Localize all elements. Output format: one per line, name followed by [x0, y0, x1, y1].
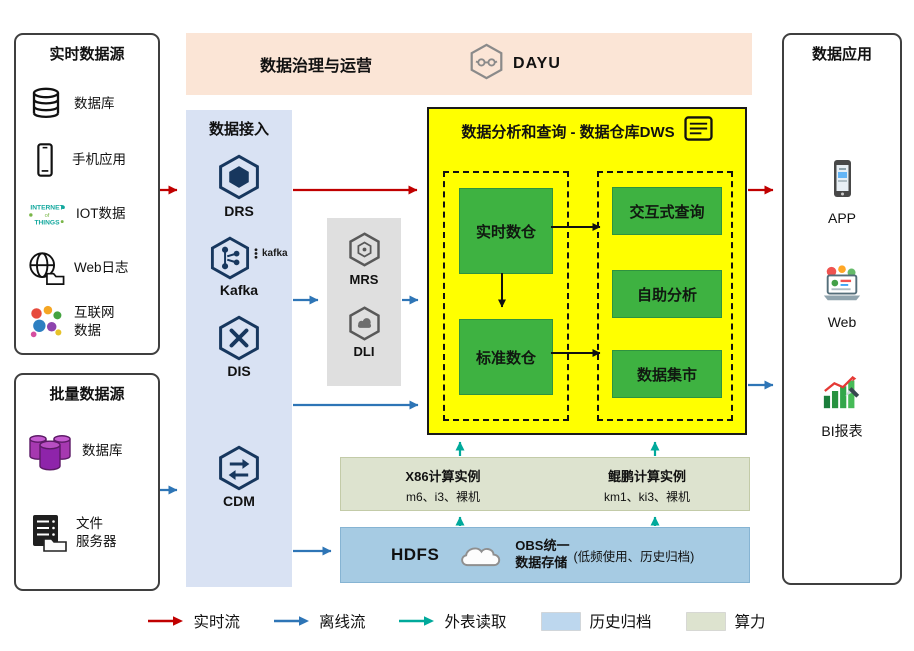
application-item-web: Web	[784, 263, 900, 330]
kafka-hexagon-icon	[208, 236, 252, 285]
application-item-bi: BI报表	[784, 370, 900, 441]
ingestion-item-label: Kafka	[219, 282, 259, 298]
kafka-glyph-icon	[254, 248, 258, 259]
internet-data-icon	[26, 303, 66, 341]
cdm-hexagon-icon	[216, 445, 262, 496]
module-self-service-analysis: 自助分析	[612, 270, 722, 318]
source-item-internet: 互联网 数据	[26, 299, 152, 345]
archive-swatch-icon	[540, 611, 581, 631]
ingestion-title: 数据接入	[208, 121, 269, 138]
svg-text:INTERNET: INTERNET	[30, 204, 63, 211]
source-item-label: 数据库	[82, 443, 123, 459]
batch-sources-title: 批量数据源	[49, 386, 125, 403]
applications-title: 数据应用	[811, 46, 872, 63]
legend-item-archive: 历史归档	[540, 610, 652, 632]
database-cluster-icon	[26, 429, 74, 473]
application-item-label: BI报表	[821, 423, 863, 439]
obs-storage-label: OBS统一 数据存储	[515, 538, 570, 570]
hdfs-label: HDFS	[391, 545, 440, 564]
dws-title: 数据分析和查询 - 数据仓库DWS	[461, 123, 675, 141]
source-item-label: 文件 服务器	[76, 516, 117, 549]
source-item-label: 手机应用	[72, 152, 126, 168]
compute-swatch-icon	[685, 611, 726, 631]
app-phone-icon	[822, 157, 862, 206]
middleware-item-label: DLI	[353, 344, 375, 359]
web-app-icon	[819, 263, 865, 310]
legend: 实时流 离线流 外表读取 历史归档 算力	[0, 610, 914, 632]
dis-hexagon-icon	[216, 315, 262, 366]
kunpeng-compute: 鲲鹏计算实例 km1、ki3、裸机	[545, 458, 749, 510]
globe-icon	[26, 249, 66, 287]
dayu-hexagon-icon	[468, 43, 505, 85]
governance-bar: 数据治理与运营 DAYU	[186, 33, 752, 95]
compute-instances-box: X86计算实例 m6、i3、裸机 鲲鹏计算实例 km1、ki3、裸机	[340, 457, 750, 511]
application-item-label: Web	[827, 314, 857, 330]
source-item-weblog: Web日志	[26, 245, 152, 291]
database-icon	[26, 84, 66, 124]
warehouse-group: 实时数仓 标准数仓	[443, 171, 569, 421]
kafka-wordmark: kafka	[252, 248, 288, 259]
offline-flow-arrow-icon	[273, 616, 309, 626]
iot-wordcloud-icon: INTERNET of THINGS	[26, 195, 68, 233]
drs-hexagon-icon	[216, 154, 262, 205]
dayu-logo-text: DAYU	[513, 55, 561, 72]
realtime-flow-arrow-icon	[148, 616, 184, 626]
legend-item-external-read: 外表读取	[399, 610, 507, 632]
middleware-box: MRS DLI	[327, 218, 401, 386]
source-item-label: Web日志	[74, 260, 129, 276]
x86-compute-title: X86计算实例	[405, 469, 481, 484]
module-interactive-query: 交互式查询	[612, 187, 722, 235]
obs-storage-note: (低频使用、历史归档)	[573, 549, 695, 564]
realtime-sources-panel: 实时数据源 数据库 手机应用 INTERNET of THINGS	[14, 33, 160, 355]
svg-text:of: of	[45, 213, 50, 219]
dws-title-row: 数据分析和查询 - 数据仓库DWS	[429, 116, 745, 146]
source-item-batch-database: 数据库	[26, 423, 152, 479]
source-item-label: 互联网 数据	[74, 305, 115, 338]
legend-item-compute: 算力	[685, 610, 766, 632]
source-item-mobile: 手机应用	[26, 137, 152, 183]
cloud-icon	[457, 540, 507, 571]
applications-panel: 数据应用 APP Web	[782, 33, 902, 585]
mrs-hexagon-icon	[347, 232, 382, 272]
storage-box: HDFS OBS统一 数据存储 (低频使用、历史归档)	[340, 527, 750, 583]
dayu-logo: DAYU	[468, 43, 561, 85]
governance-title: 数据治理与运营	[260, 58, 373, 75]
dws-ledger-icon	[684, 116, 713, 146]
kunpeng-compute-spec: km1、ki3、裸机	[603, 490, 690, 504]
file-server-icon	[26, 512, 68, 554]
source-item-iot: INTERNET of THINGS IOT数据	[26, 191, 152, 237]
module-data-mart: 数据集市	[612, 350, 722, 398]
module-realtime-warehouse: 实时数仓	[459, 188, 553, 274]
mobile-phone-icon	[26, 141, 64, 179]
dws-box: 数据分析和查询 - 数据仓库DWS 实时数仓 标准数仓 交互式查询 自助分析	[427, 107, 747, 435]
source-item-label: IOT数据	[76, 206, 126, 222]
dli-hexagon-icon	[347, 306, 382, 346]
application-item-label: APP	[827, 210, 856, 226]
svg-text:THINGS: THINGS	[34, 219, 60, 226]
x86-compute: X86计算实例 m6、i3、裸机	[341, 458, 545, 510]
ingestion-item-label: DIS	[227, 363, 251, 379]
x86-compute-spec: m6、i3、裸机	[405, 490, 480, 504]
source-item-label: 数据库	[74, 96, 115, 112]
external-read-arrow-icon	[399, 616, 435, 626]
batch-sources-panel: 批量数据源 数据库 文件 服务器	[14, 373, 160, 591]
source-item-database: 数据库	[26, 81, 152, 127]
realtime-sources-title: 实时数据源	[49, 46, 125, 63]
legend-item-realtime-flow: 实时流	[148, 610, 240, 632]
application-item-app: APP	[784, 157, 900, 226]
ingestion-item-label: DRS	[224, 203, 254, 219]
ingestion-item-label: CDM	[223, 493, 255, 509]
source-item-file-server: 文件 服务器	[26, 507, 152, 559]
module-standard-warehouse: 标准数仓	[459, 319, 553, 395]
legend-item-offline-flow: 离线流	[273, 610, 365, 632]
middleware-item-label: MRS	[349, 272, 379, 287]
bi-report-icon	[819, 370, 865, 417]
kunpeng-compute-title: 鲲鹏计算实例	[607, 469, 686, 484]
service-group: 交互式查询 自助分析 数据集市	[597, 171, 733, 421]
ingestion-panel: 数据接入 DRS kafka Kafka DIS	[186, 110, 292, 587]
